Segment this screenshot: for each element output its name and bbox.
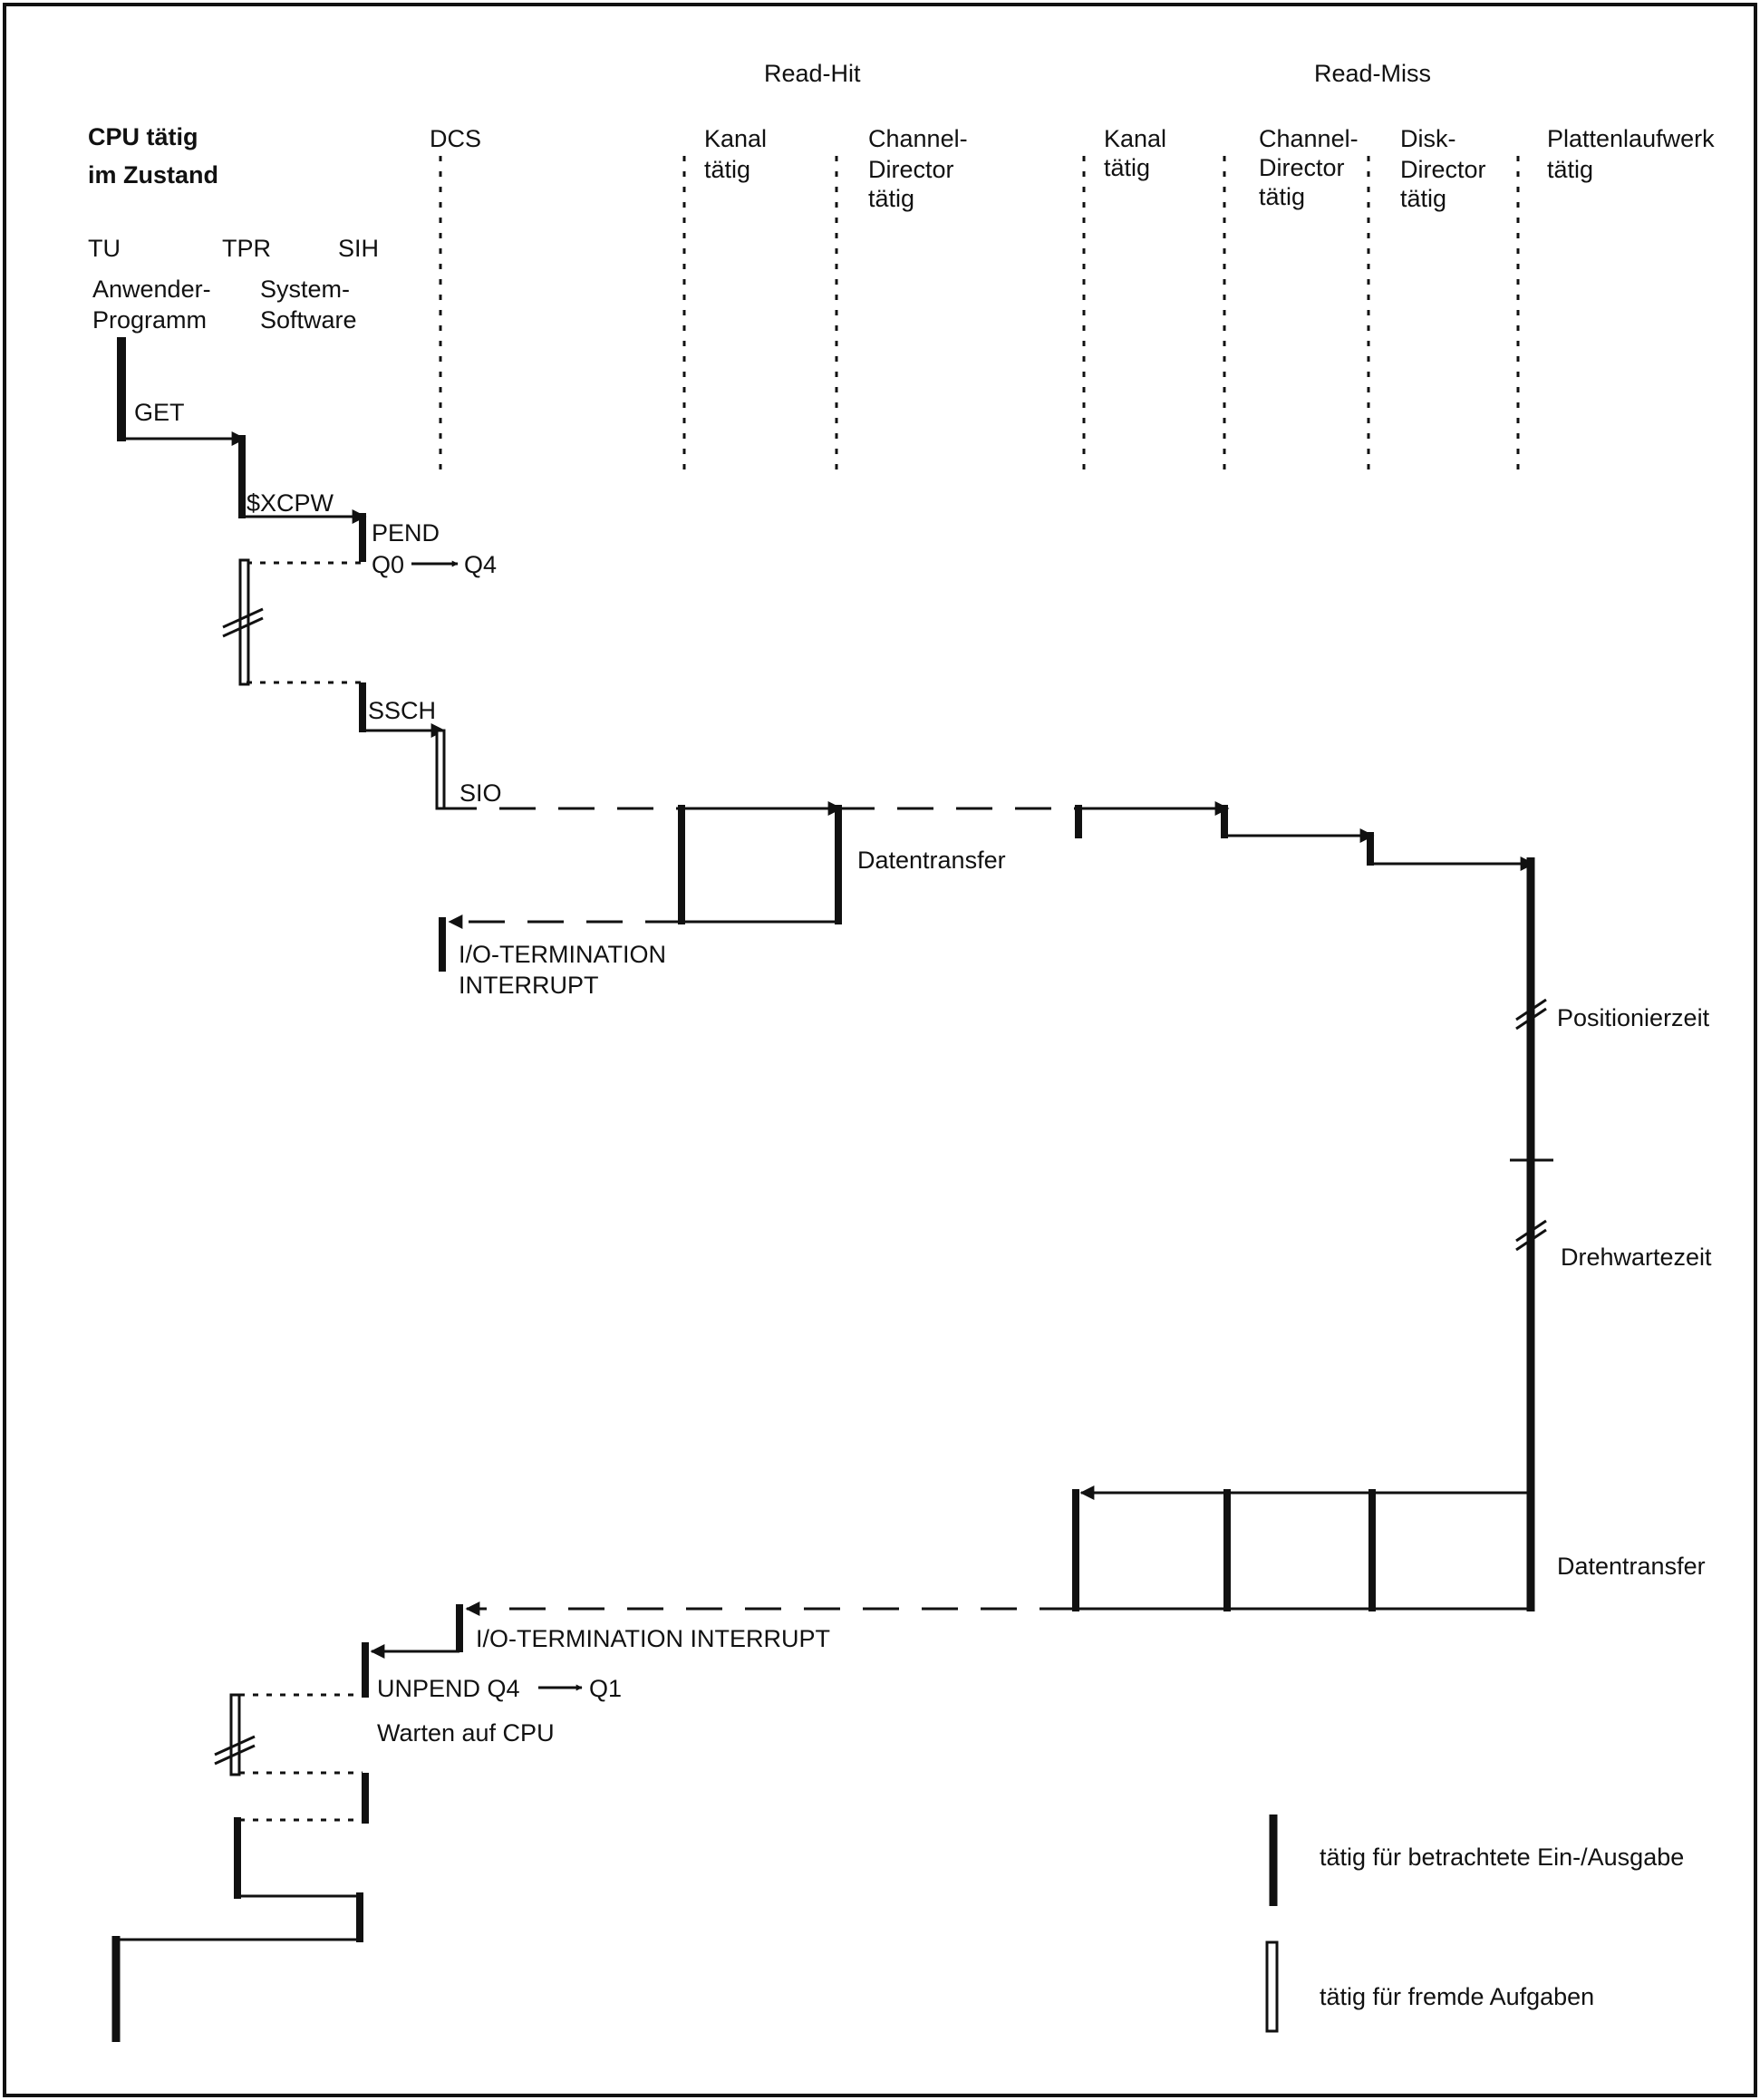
chdir-hit-1: Channel-: [868, 125, 968, 152]
q0-label: Q0: [372, 551, 404, 578]
break-mark-2b: [1515, 1007, 1547, 1031]
kanal-hit-1: Kanal: [704, 125, 767, 152]
read-miss-path: [456, 801, 1553, 1652]
io-termination-full-label: I/O-TERMINATION INTERRUPT: [476, 1625, 830, 1652]
read-hit-path: [439, 801, 843, 972]
tpr-foreign-bar-2: [229, 1693, 241, 1776]
sio-label: SIO: [459, 779, 502, 807]
kanal-miss-1: Kanal: [1104, 125, 1166, 152]
datentransfer-miss-label: Datentransfer: [1557, 1553, 1706, 1580]
state-sih: SIH: [338, 235, 379, 262]
break-mark-3b: [1515, 1228, 1547, 1252]
chdir-hit-3: tätig: [868, 185, 914, 212]
state-tpr: TPR: [222, 235, 271, 262]
disk-director-2: Director: [1400, 156, 1486, 183]
break-mark-4b: [214, 1744, 256, 1766]
pend-label: PEND: [372, 519, 440, 547]
chdir-miss-1: Channel-: [1259, 125, 1359, 152]
ssch-label: SSCH: [368, 697, 436, 724]
tpr-foreign-bar-1: [238, 558, 250, 686]
diagram-frame: [3, 3, 1757, 2097]
break-mark-4a: [214, 1735, 256, 1756]
cpu-return-sequence: [111, 1642, 459, 2042]
disk-director-1: Disk-: [1400, 125, 1456, 152]
anwender-label-1: Anwender-: [92, 276, 211, 303]
chdir-hit-2: Director: [868, 156, 954, 183]
datentransfer-hit-label: Datentransfer: [857, 847, 1006, 874]
warten-label: Warten auf CPU: [377, 1719, 555, 1747]
system-label-1: System-: [260, 276, 350, 303]
plattenlaufwerk-2: tätig: [1547, 156, 1593, 183]
dcs-heading: DCS: [430, 125, 481, 152]
cpu-heading-line2: im Zustand: [88, 161, 218, 189]
break-mark-3a: [1515, 1219, 1547, 1243]
q1-label: Q1: [589, 1675, 622, 1702]
read-miss-heading: Read-Miss: [1314, 60, 1431, 87]
get-label: GET: [134, 399, 185, 426]
chdir-miss-3: tätig: [1259, 183, 1305, 210]
xcpw-label: $XCPW: [247, 489, 334, 517]
drehwartezeit-label: Drehwartezeit: [1561, 1244, 1712, 1271]
legend-hollow-bar: [1265, 1940, 1279, 2033]
read-hit-heading: Read-Hit: [764, 60, 861, 87]
system-label-2: Software: [260, 306, 357, 334]
plattenlaufwerk-1: Plattenlaufwerk: [1547, 125, 1715, 152]
dcs-foreign-bar: [435, 729, 446, 810]
cpu-request-sequence: [117, 337, 446, 810]
kanal-hit-2: tätig: [704, 156, 750, 183]
legend-own-io-label: tätig für betrachtete Ein-/Ausgabe: [1320, 1844, 1684, 1871]
disk-director-3: tätig: [1400, 185, 1446, 212]
chdir-miss-2: Director: [1259, 154, 1345, 181]
io-termination-label-1: I/O-TERMINATION: [459, 941, 666, 968]
break-mark-1b: [222, 616, 264, 638]
break-mark-2a: [1515, 998, 1547, 1021]
legend: tätig für betrachtete Ein-/Ausgabe tätig…: [1265, 1815, 1684, 2033]
state-tu: TU: [88, 235, 121, 262]
anwender-label-2: Programm: [92, 306, 207, 334]
unpend-label: UNPEND Q4: [377, 1675, 520, 1702]
q4-label: Q4: [464, 551, 497, 578]
legend-foreign-label: tätig für fremde Aufgaben: [1320, 1983, 1594, 2010]
column-separators: [439, 156, 1520, 471]
io-termination-label-2: INTERRUPT: [459, 972, 599, 999]
kanal-miss-2: tätig: [1104, 154, 1150, 181]
break-mark-1a: [222, 607, 264, 629]
positionierzeit-label: Positionierzeit: [1557, 1004, 1710, 1031]
cpu-heading-line1: CPU tätig: [88, 123, 198, 150]
